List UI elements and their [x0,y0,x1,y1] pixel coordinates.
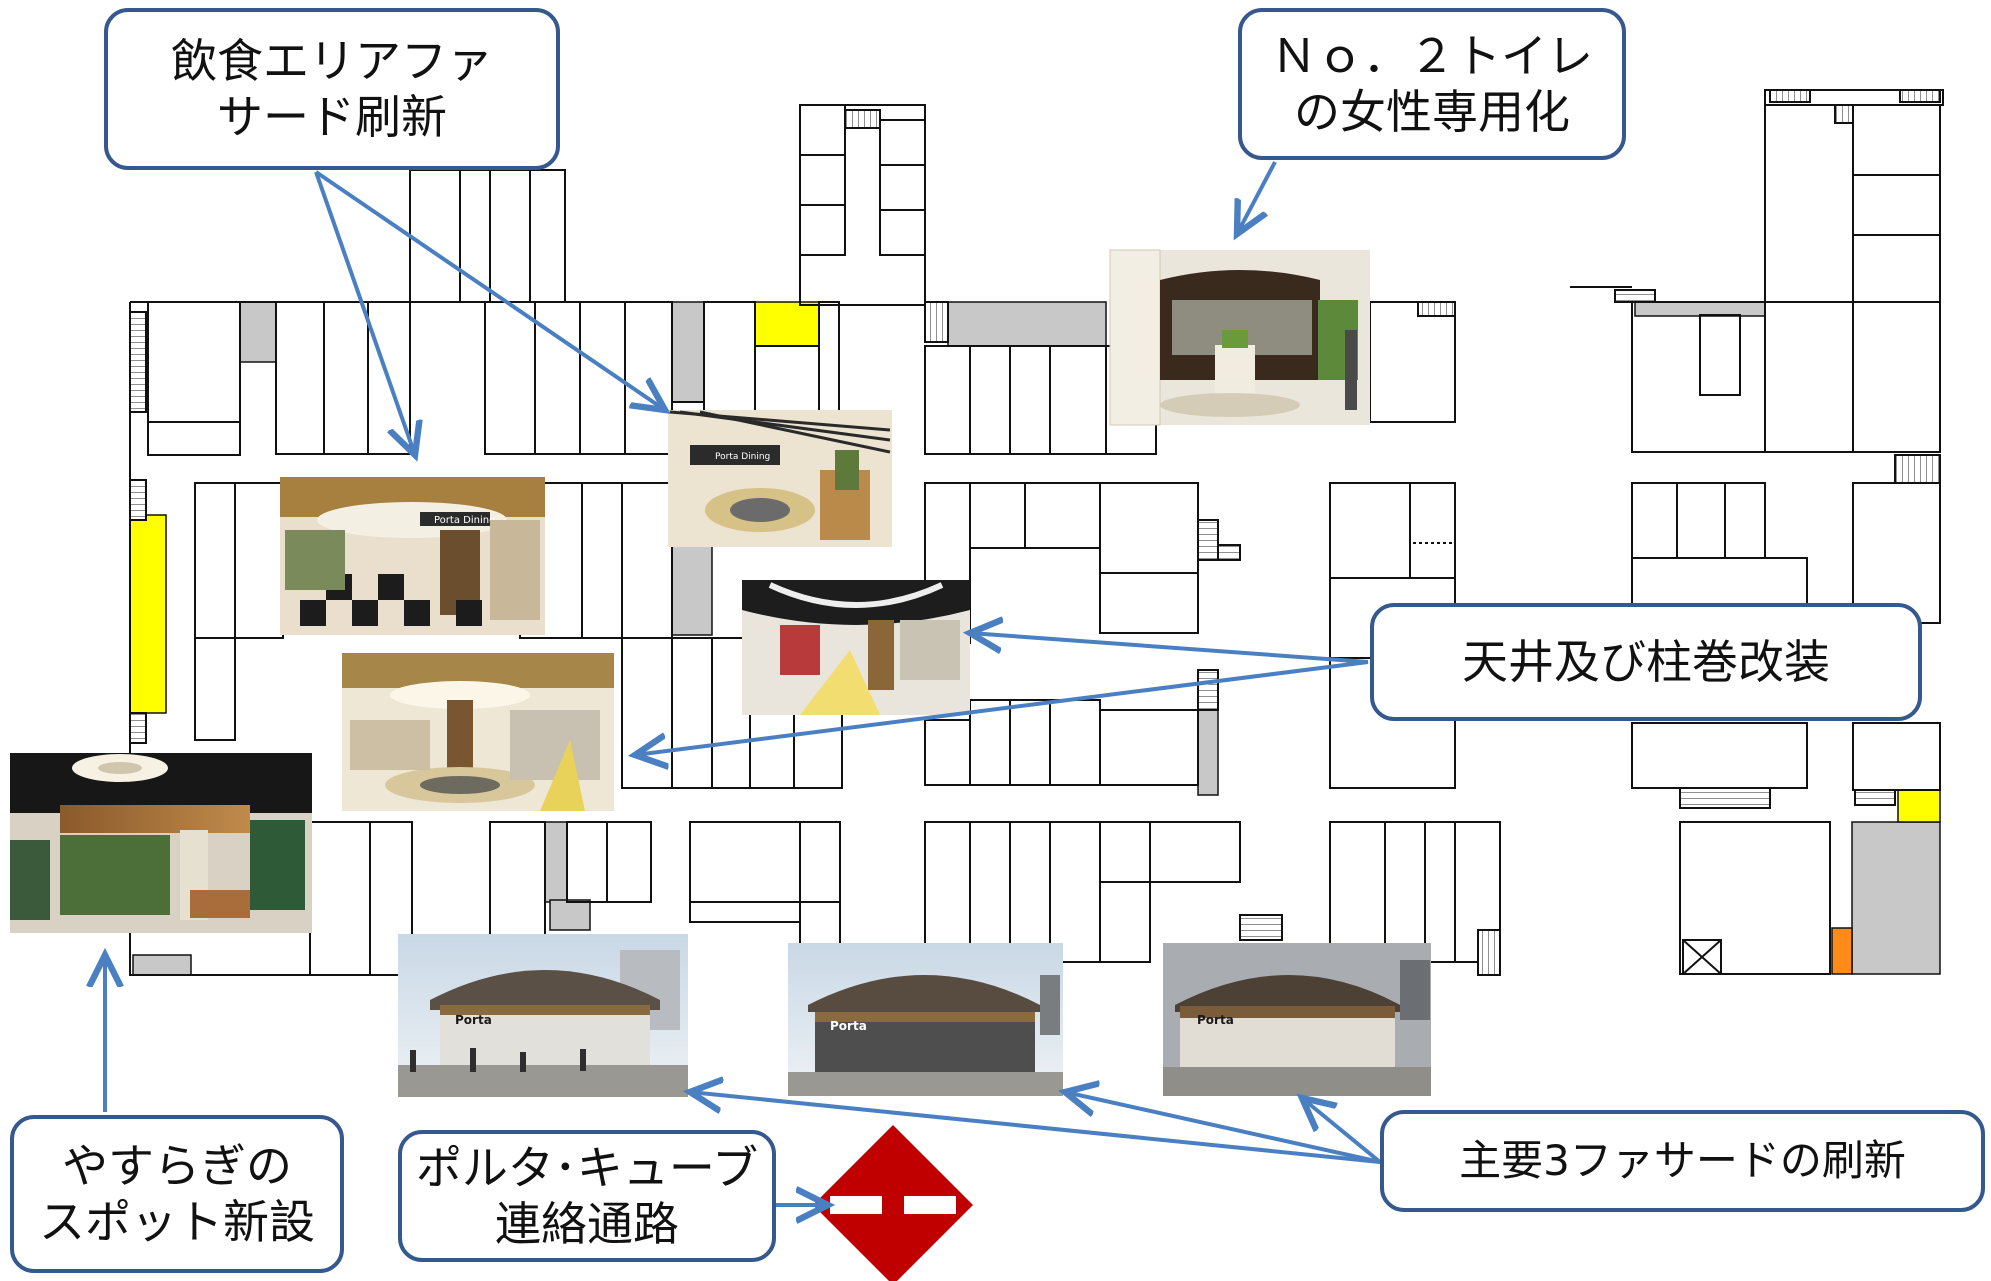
arrows [105,161,1382,1205]
arrow-ceiling-left [635,660,1369,755]
callout-ceiling: 天井及び柱巻改装 [1370,603,1922,721]
callout-toilet-line2: の女性専用化 [1294,85,1570,139]
arrow-facade-1 [690,1092,1381,1164]
arrow-dining-left [314,171,415,455]
photo-facade-2: Porta [788,943,1063,1096]
photo-ceiling-right [742,580,970,715]
entrance-diamond-icon [813,1125,973,1281]
porta-sign-3: Porta [1197,1013,1234,1027]
arrow-facade-2 [1065,1092,1381,1164]
porta-dining-sign: Porta Dining [434,515,495,526]
north-tower [799,104,926,306]
photo-relax-spot [10,753,312,933]
callout-facade3-text: 主要3ファサードの刷新 [1459,1136,1906,1186]
photo-dining-right: Porta Dining [668,410,892,547]
arrow-facade-3 [1302,1098,1382,1164]
callout-passage: ポルタ･キューブ 連絡通路 [398,1130,776,1262]
porta-sign-1: Porta [455,1013,492,1027]
west-lower-shops [309,821,841,976]
floor-plan [129,89,1944,976]
arrow-toilet [1237,161,1277,234]
callout-ceiling-text: 天井及び柱巻改装 [1462,634,1830,689]
callout-dining-line1: 飲食エリアファ [171,33,493,88]
callout-passage-line2: 連絡通路 [495,1197,679,1251]
callout-spot-line1: やすらぎの [62,1138,292,1193]
photo-facade-1: Porta [398,934,688,1097]
porta-dining-sign-2: Porta Dining [715,452,770,462]
photo-ceiling-left [342,653,614,811]
arrow-ceiling-right [970,633,1369,664]
callout-relax-spot: やすらぎの スポット新設 [10,1115,344,1273]
callout-spot-line2: スポット新設 [39,1195,315,1249]
callout-main-facades: 主要3ファサードの刷新 [1380,1110,1985,1212]
callout-passage-line1: ポルタ･キューブ [415,1140,759,1195]
callout-dining-facade: 飲食エリアファ サード刷新 [104,8,560,170]
arrow-dining-right [314,170,665,410]
photo-toilet [1109,249,1370,426]
callout-toilet: Ｎｏ．２トイレ の女性専用化 [1238,8,1626,160]
callout-toilet-line1: Ｎｏ．２トイレ [1271,28,1593,83]
photo-dining-left: Porta Dining [280,477,545,635]
east-shops [1570,89,1944,975]
callout-dining-line2: サード刷新 [217,90,447,144]
photo-facade-3: Porta [1163,943,1431,1096]
porta-sign-2: Porta [830,1019,867,1033]
yellow-areas [129,301,1941,975]
